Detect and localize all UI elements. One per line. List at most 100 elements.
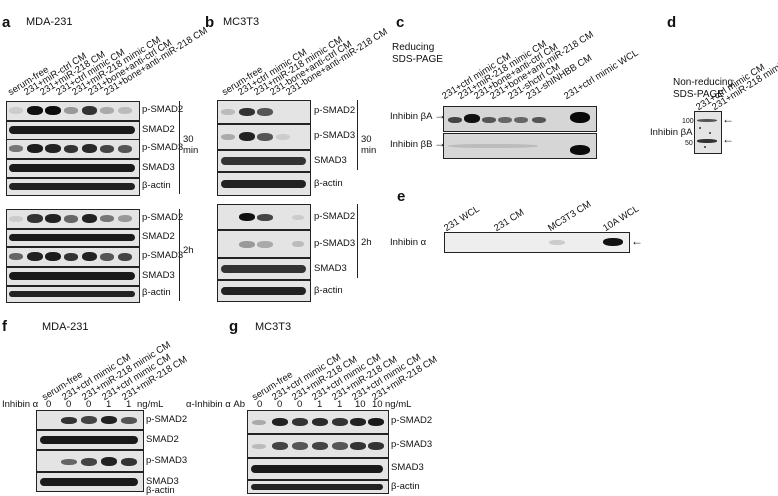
time-label: 30 bbox=[183, 134, 194, 145]
row-label: β-actin bbox=[142, 180, 171, 191]
row-label: β-actin bbox=[142, 287, 171, 298]
blot-a-psmad3-30 bbox=[6, 139, 140, 159]
blot-a-psmad3-2h bbox=[6, 247, 140, 267]
row-label: p-SMAD2 bbox=[142, 104, 184, 115]
row-label: SMAD2 bbox=[146, 434, 179, 445]
panel-b-title: MC3T3 bbox=[223, 16, 260, 28]
arrow-icon: → bbox=[434, 108, 446, 122]
blot-f-smad3 bbox=[36, 472, 144, 492]
time-label-unit: min bbox=[183, 145, 199, 156]
row-label: p-SMAD3 bbox=[146, 455, 188, 466]
blot-g-actin bbox=[247, 480, 389, 494]
blot-g-smad3 bbox=[247, 458, 389, 480]
blot-b-psmad2-30 bbox=[217, 100, 311, 124]
panel-d-title-1: Non-reducing bbox=[673, 77, 734, 88]
blot-b-psmad3-2h bbox=[217, 230, 311, 258]
row-label: Inhibin βB bbox=[390, 139, 433, 150]
blot-a-smad3-2h bbox=[6, 267, 140, 286]
dose-value: 10 bbox=[355, 399, 366, 410]
blot-a-smad3-30 bbox=[6, 159, 140, 178]
row-label: SMAD3 bbox=[146, 476, 179, 487]
bracket-2h bbox=[357, 204, 358, 278]
panel-g-title: MC3T3 bbox=[255, 321, 292, 333]
row-label: β-actin bbox=[314, 285, 343, 296]
row-label: p-SMAD2 bbox=[146, 414, 188, 425]
lane-label: 231 WCL bbox=[442, 203, 482, 234]
panel-e-label: e bbox=[397, 188, 406, 205]
bracket-30min bbox=[357, 100, 358, 170]
dose-value: 1 bbox=[317, 399, 323, 410]
blot-b-smad3-30 bbox=[217, 150, 311, 172]
row-label: Inhibin βA bbox=[390, 111, 433, 122]
lane-label: 231+ctrl mimic WCL bbox=[562, 47, 641, 102]
dose-value: 1 bbox=[106, 399, 112, 410]
blot-a-smad2-2h bbox=[6, 229, 140, 247]
blot-f-smad2 bbox=[36, 430, 144, 450]
dose-value: 0 bbox=[257, 399, 263, 410]
row-label: β-actin bbox=[314, 178, 343, 189]
blot-e-inhibin-a bbox=[444, 232, 630, 253]
row-label: p-SMAD2 bbox=[314, 211, 356, 222]
dose-value: 0 bbox=[86, 399, 92, 410]
panel-f-label: f bbox=[2, 318, 7, 335]
row-label: p-SMAD2 bbox=[142, 212, 184, 223]
time-label: 2h bbox=[183, 245, 194, 256]
dose-value: 1 bbox=[126, 399, 132, 410]
time-label: 2h bbox=[361, 237, 372, 248]
row-label: p-SMAD2 bbox=[314, 105, 356, 116]
arrow-left-icon: ← bbox=[722, 112, 734, 126]
dose-unit: ng/mL bbox=[137, 399, 164, 410]
blot-b-smad3-2h bbox=[217, 258, 311, 280]
blot-a-smad2-30 bbox=[6, 121, 140, 140]
lane-label: MC3T3 CM bbox=[546, 198, 594, 234]
blot-d-inhibin-ba bbox=[694, 111, 722, 154]
dose-value: 0 bbox=[277, 399, 283, 410]
arrow-left-icon: ← bbox=[722, 132, 734, 146]
dose-unit: ng/mL bbox=[385, 399, 412, 410]
row-label: Inhibin α bbox=[390, 237, 427, 248]
row-label: SMAD3 bbox=[142, 270, 175, 281]
treatment-label: Inhibin α bbox=[2, 399, 39, 410]
row-label: SMAD3 bbox=[391, 462, 424, 473]
arrow-left-icon: ← bbox=[631, 234, 643, 248]
dose-value: 1 bbox=[337, 399, 343, 410]
blot-b-actin-30 bbox=[217, 172, 311, 196]
dose-value: 0 bbox=[46, 399, 52, 410]
row-label: β-actin bbox=[391, 481, 420, 492]
treatment-label: α-Inhibin α Ab bbox=[186, 399, 246, 410]
blot-b-psmad3-30 bbox=[217, 124, 311, 150]
dose-value: 10 bbox=[372, 399, 383, 410]
panel-a-title: MDA-231 bbox=[26, 16, 73, 28]
blot-a-psmad2-30 bbox=[6, 101, 140, 121]
dose-value: 0 bbox=[66, 399, 72, 410]
panel-c-title-1: Reducing bbox=[392, 42, 435, 53]
mw-marker: 50 bbox=[685, 140, 693, 147]
row-label: SMAD3 bbox=[314, 155, 347, 166]
blot-g-psmad3 bbox=[247, 434, 389, 458]
row-label: p-SMAD3 bbox=[314, 238, 356, 249]
blot-f-psmad2 bbox=[36, 410, 144, 430]
row-label: p-SMAD3 bbox=[142, 142, 184, 153]
row-label: SMAD3 bbox=[314, 263, 347, 274]
panel-b-label: b bbox=[205, 14, 215, 31]
row-label: β-actin bbox=[146, 485, 175, 496]
blot-g-psmad2 bbox=[247, 410, 389, 434]
panel-a-label: a bbox=[2, 14, 11, 31]
lane-label: 231 CM bbox=[492, 207, 527, 234]
bracket-30min bbox=[179, 101, 180, 194]
row-label: p-SMAD3 bbox=[391, 439, 433, 450]
lane-label: 10A WCL bbox=[601, 203, 642, 234]
row-label: SMAD2 bbox=[142, 124, 175, 135]
blot-a-actin-2h bbox=[6, 286, 140, 303]
blot-c-inhibin-bb bbox=[443, 133, 597, 159]
blot-a-actin-30 bbox=[6, 178, 140, 196]
time-label: 30 bbox=[361, 134, 372, 145]
row-label: SMAD3 bbox=[142, 162, 175, 173]
blot-f-psmad3 bbox=[36, 450, 144, 472]
panel-d-label: d bbox=[667, 14, 677, 31]
panel-c-label: c bbox=[396, 14, 405, 31]
row-label: Inhibin βA bbox=[650, 127, 693, 138]
blot-b-psmad2-2h bbox=[217, 204, 311, 230]
panel-d-title-2: SDS-PAGE bbox=[673, 89, 724, 100]
mw-marker: 100 bbox=[682, 118, 694, 125]
